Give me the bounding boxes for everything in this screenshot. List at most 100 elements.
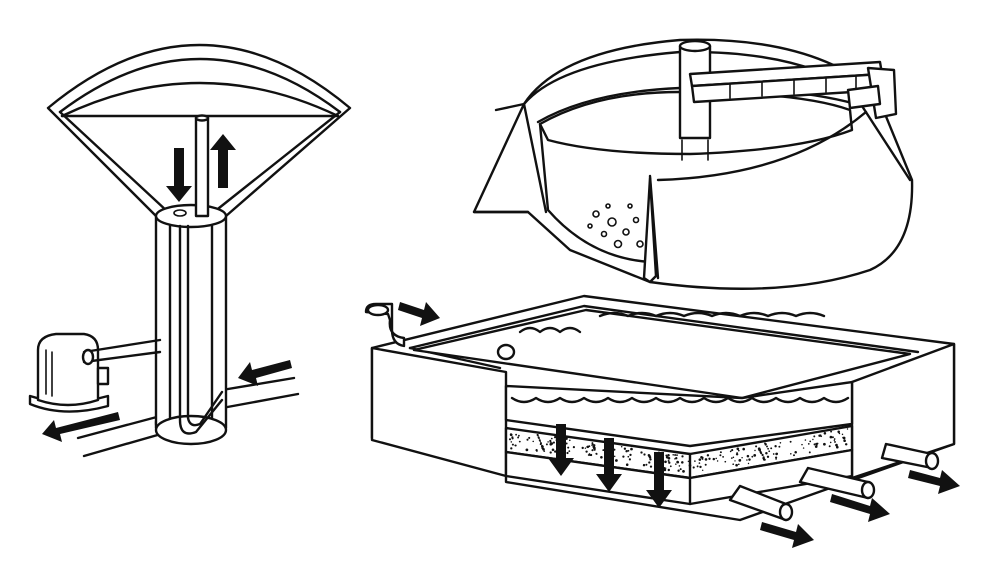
sand-grain	[719, 454, 722, 457]
sand-grain	[692, 466, 695, 469]
sand-grain	[627, 455, 630, 458]
sand-grain	[736, 447, 740, 451]
sand-grain	[674, 458, 676, 460]
sand-grain	[538, 437, 540, 440]
sand-grain	[554, 450, 557, 453]
sand-filter-bed	[364, 294, 960, 548]
sand-grain	[551, 448, 555, 452]
sand-grain	[675, 457, 678, 460]
sand-grain	[734, 460, 736, 462]
sand-grain	[667, 468, 671, 472]
sand-grain	[706, 454, 710, 457]
sand-grain	[585, 450, 588, 453]
sand-grain	[812, 438, 814, 441]
sand-grain	[753, 454, 757, 457]
sand-grain	[790, 453, 792, 455]
arrow-icon	[210, 134, 236, 188]
sand-grain	[716, 460, 719, 462]
sand-grain	[694, 460, 696, 462]
sand-grain	[772, 453, 775, 455]
sand-grain	[808, 451, 811, 454]
sand-grain	[587, 454, 590, 456]
sand-grain	[809, 440, 812, 443]
sand-grain	[816, 442, 819, 445]
sand-grain	[518, 440, 521, 443]
sand-grain	[568, 439, 571, 442]
sand-grain	[591, 444, 593, 446]
float-icon	[496, 343, 516, 361]
sand-grain	[834, 440, 836, 443]
sand-grain	[838, 432, 841, 435]
sand-grain	[510, 441, 513, 443]
sand-grain	[514, 444, 516, 447]
sand-grain	[600, 456, 603, 459]
sand-grain	[665, 454, 668, 457]
sand-grain	[761, 453, 764, 457]
sand-grain	[593, 444, 596, 447]
sand-grain	[542, 447, 545, 451]
arrow-icon	[42, 412, 120, 442]
sand-grain	[628, 458, 632, 461]
arrow-icon	[760, 522, 814, 548]
sand-grain	[642, 463, 646, 467]
sand-grain	[778, 445, 781, 448]
sand-grain	[664, 460, 667, 464]
inlet-pipe	[220, 376, 300, 410]
sand-grain	[823, 442, 826, 446]
sand-grain	[731, 449, 734, 452]
sand-grain	[681, 461, 684, 464]
sand-grain	[667, 459, 670, 462]
sand-grain	[588, 445, 591, 448]
sand-grain	[613, 455, 616, 458]
sand-grain	[549, 440, 552, 443]
sand-grain	[766, 445, 768, 448]
sand-grain	[737, 463, 740, 466]
sand-grain	[741, 456, 743, 459]
sand-grain	[701, 458, 704, 460]
sand-grain	[508, 438, 512, 441]
sand-grain	[724, 460, 727, 463]
pipe-icon	[880, 442, 940, 471]
sand-grain	[793, 454, 795, 457]
sand-grain	[829, 441, 832, 444]
sand-grain	[794, 451, 797, 454]
sand-grain	[511, 437, 514, 440]
sand-grain	[820, 435, 823, 438]
sedimentation-funnel	[28, 43, 352, 458]
sand-grain	[667, 456, 671, 460]
arrow-icon	[596, 438, 622, 492]
sand-grain	[738, 459, 742, 462]
sand-grain	[668, 461, 671, 464]
sand-grain	[751, 455, 754, 458]
sand-grain	[629, 453, 632, 457]
sand-grain	[836, 445, 839, 448]
sand-grain	[682, 470, 685, 473]
sand-grain	[732, 463, 735, 466]
sand-grain	[833, 438, 836, 440]
sand-grain	[779, 442, 782, 444]
sand-grain	[566, 451, 569, 455]
sand-grain	[540, 443, 543, 445]
sand-grain	[648, 461, 651, 464]
sand-grain	[842, 436, 846, 440]
rotating-bridge	[688, 60, 898, 120]
sand-grain	[846, 428, 849, 430]
sand-grain	[518, 434, 520, 437]
sand-grain	[649, 465, 653, 468]
sand-grain	[698, 462, 701, 464]
sand-grain	[663, 468, 667, 472]
sand-grain	[712, 457, 716, 461]
sand-grain	[593, 446, 596, 450]
bubble-icon	[587, 203, 644, 249]
sand-grain	[572, 446, 575, 449]
sand-grain	[528, 436, 531, 439]
sand-grain	[802, 447, 805, 449]
arrow-icon	[238, 360, 292, 386]
sand-grain	[732, 456, 735, 459]
sand-grain	[676, 454, 678, 456]
sand-grain	[735, 463, 738, 467]
central-shaft	[154, 203, 228, 446]
sand-grain	[510, 447, 513, 450]
